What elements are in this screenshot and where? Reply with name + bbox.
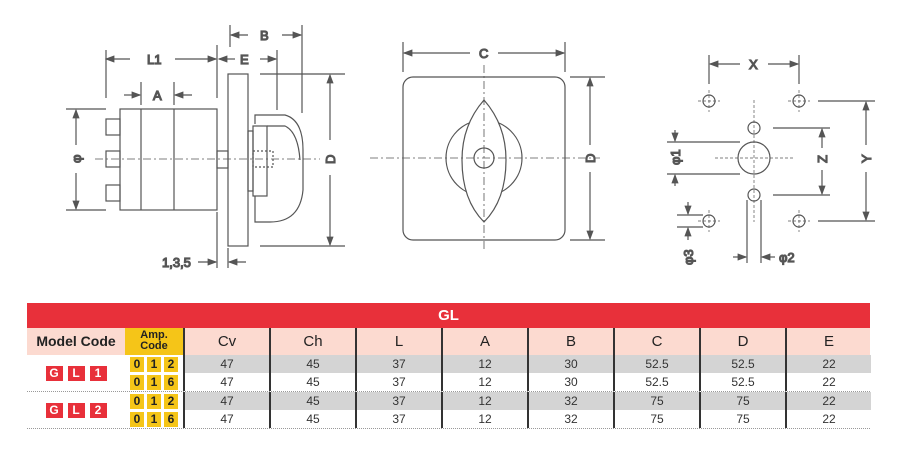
table-cell: 52.5 (613, 355, 699, 373)
table-cell: 47 (183, 355, 269, 373)
amp-code-digit: 0 (130, 411, 144, 427)
front-view: C D (370, 42, 605, 250)
table-cell: 37 (355, 410, 441, 428)
header-d: D (699, 328, 785, 355)
dim-D-side: D (323, 155, 338, 164)
header-ch: Ch (269, 328, 355, 355)
dim-gap: 1,3,5 (162, 255, 191, 270)
dim-phi: φ (69, 155, 84, 163)
table-cell: 12 (441, 392, 527, 410)
table-cell: 37 (355, 392, 441, 410)
dim-Y: Y (859, 154, 874, 163)
table-cell: 32 (527, 410, 613, 428)
model-code-char: G (45, 402, 63, 418)
header-a: A (441, 328, 527, 355)
table-cell: 75 (699, 410, 785, 428)
table-header: Model Code Amp. Code Cv Ch L A B C D E (27, 328, 870, 355)
dim-phi1: φ1 (668, 149, 683, 165)
table-cell: 47 (183, 392, 269, 410)
table-cell: 45 (269, 410, 355, 428)
dim-E: E (240, 52, 249, 67)
amp-code-digit: 1 (147, 393, 161, 409)
table-cell: 52.5 (699, 355, 785, 373)
side-view: L1 A B E D φ 1,3,5 (66, 25, 345, 271)
header-e: E (785, 328, 871, 355)
table-cell: 45 (269, 355, 355, 373)
dim-B: B (260, 28, 269, 43)
dim-D-front: D (583, 154, 598, 163)
table-cell: 47 (183, 373, 269, 391)
table-cell: 75 (613, 410, 699, 428)
header-l: L (355, 328, 441, 355)
table-cell: 75 (613, 392, 699, 410)
amp-code-digit: 0 (130, 393, 144, 409)
table-cell: 22 (785, 392, 871, 410)
table-cell: 22 (785, 373, 871, 391)
header-amp-code: Amp. Code (125, 328, 183, 355)
table-cell: 45 (269, 373, 355, 391)
model-code-char: G (45, 365, 63, 381)
dim-phi3: φ3 (681, 249, 696, 265)
table-cell: 12 (441, 355, 527, 373)
table-cell: 22 (785, 355, 871, 373)
spec-table: GL Model Code Amp. Code Cv Ch L A B C D … (27, 303, 871, 429)
header-cv: Cv (183, 328, 269, 355)
amp-code-digit: 6 (164, 411, 178, 427)
technical-drawing: L1 A B E D φ 1,3,5 C D X Y Z φ1 φ3 φ2 (66, 25, 875, 271)
header-b: B (527, 328, 613, 355)
dim-C: C (479, 46, 488, 61)
amp-code-digit: 2 (164, 393, 178, 409)
table-cell: 12 (441, 410, 527, 428)
dim-X: X (749, 57, 758, 72)
table-cell: 12 (441, 373, 527, 391)
table-title: GL (27, 303, 870, 328)
table-cell: 22 (785, 410, 871, 428)
header-c: C (613, 328, 699, 355)
dim-A: A (153, 88, 162, 103)
model-code-char: L (67, 365, 85, 381)
panel-cutout: X Y Z φ1 φ3 φ2 (667, 55, 875, 266)
header-model-code: Model Code (36, 333, 116, 349)
table-cell: 75 (699, 392, 785, 410)
model-code-char: L (67, 402, 85, 418)
dim-phi2: φ2 (779, 250, 795, 265)
table-cell: 52.5 (699, 373, 785, 391)
model-code-char: 1 (89, 365, 107, 381)
table-cell: 37 (355, 373, 441, 391)
table-cell: 32 (527, 392, 613, 410)
amp-code-digit: 2 (164, 356, 178, 372)
dim-Z: Z (815, 155, 830, 163)
amp-code-digit: 1 (147, 356, 161, 372)
table-cell: 30 (527, 373, 613, 391)
table-cell: 37 (355, 355, 441, 373)
amp-code-digit: 0 (130, 374, 144, 390)
amp-code-digit: 1 (147, 411, 161, 427)
amp-code-digit: 0 (130, 356, 144, 372)
amp-code-digit: 1 (147, 374, 161, 390)
table-cell: 52.5 (613, 373, 699, 391)
model-code-char: 2 (89, 402, 107, 418)
table-cell: 45 (269, 392, 355, 410)
dim-L1: L1 (147, 52, 161, 67)
amp-code-digit: 6 (164, 374, 178, 390)
table-cell: 30 (527, 355, 613, 373)
table-cell: 47 (183, 410, 269, 428)
